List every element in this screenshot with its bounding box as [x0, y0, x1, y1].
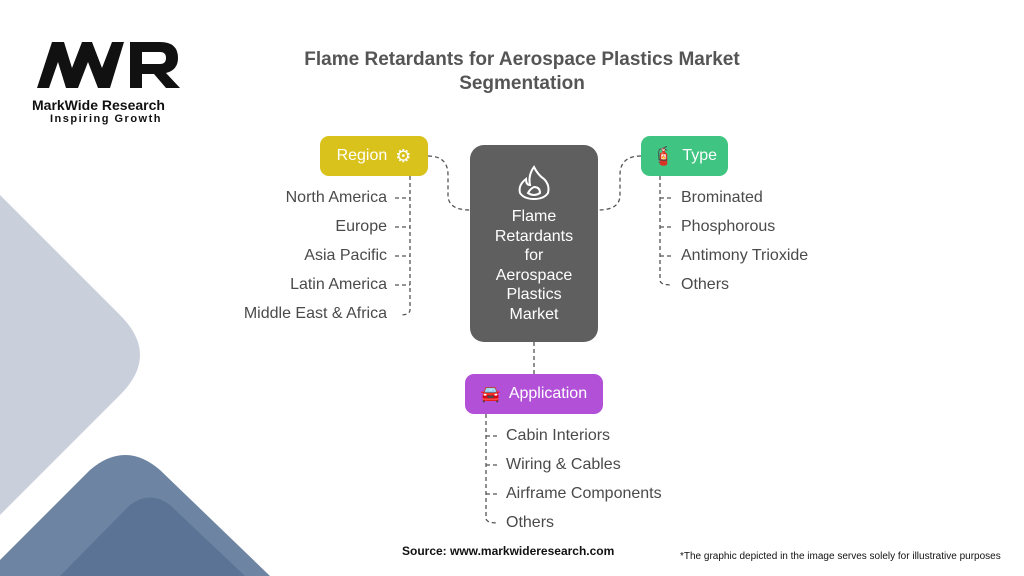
- application-label: Application: [508, 385, 588, 402]
- location-gear-icon: ⚙: [395, 145, 412, 166]
- region-label: Region: [336, 147, 388, 164]
- center-line: Market: [509, 305, 559, 323]
- region-item: Asia Pacific: [304, 247, 387, 264]
- type-label: Type: [682, 147, 718, 164]
- flame-icon: [518, 165, 550, 201]
- source-text: Source: www.markwideresearch.com: [402, 544, 615, 558]
- type-box: 🧯 Type: [641, 136, 728, 176]
- application-item: Others: [506, 514, 555, 531]
- type-item: Brominated: [681, 189, 763, 206]
- title-line-1: Flame Retardants for Aerospace Plastics …: [304, 49, 740, 70]
- region-item: Latin America: [290, 276, 387, 293]
- brand-name: MarkWide Research: [32, 97, 165, 113]
- region-item: Europe: [335, 218, 387, 235]
- type-item: Antimony Trioxide: [681, 247, 809, 264]
- center-line: Retardants: [494, 227, 574, 245]
- center-line: Plastics: [506, 286, 562, 303]
- application-item: Airframe Components: [506, 485, 662, 502]
- disclaimer-text: *The graphic depicted in the image serve…: [680, 551, 1001, 562]
- car-icon: 🚘: [480, 386, 501, 403]
- application-item: Wiring & Cables: [506, 456, 621, 473]
- center-line: Aerospace: [495, 266, 573, 284]
- region-item: North America: [285, 189, 387, 206]
- page-title: Flame Retardants for Aerospace Plastics …: [0, 48, 1024, 96]
- fire-extinguisher-icon: 🧯: [651, 145, 675, 166]
- region-item: Middle East & Africa: [243, 305, 387, 322]
- center-line: Flame: [511, 208, 557, 225]
- application-box: 🚘 Application: [465, 374, 603, 414]
- mwr-logo-mark: [37, 42, 180, 88]
- center-line: for: [524, 247, 544, 264]
- region-box: Region ⚙: [320, 136, 428, 176]
- application-item: Cabin Interiors: [506, 427, 611, 444]
- logo: MarkWide Research Inspiring Growth: [32, 38, 192, 125]
- type-item: Others: [681, 276, 730, 293]
- center-box: Flame Retardants for Aerospace Plastics …: [470, 145, 598, 342]
- title-line-2: Segmentation: [459, 73, 585, 94]
- brand-tagline: Inspiring Growth: [50, 113, 162, 125]
- type-item: Phosphorous: [681, 218, 776, 235]
